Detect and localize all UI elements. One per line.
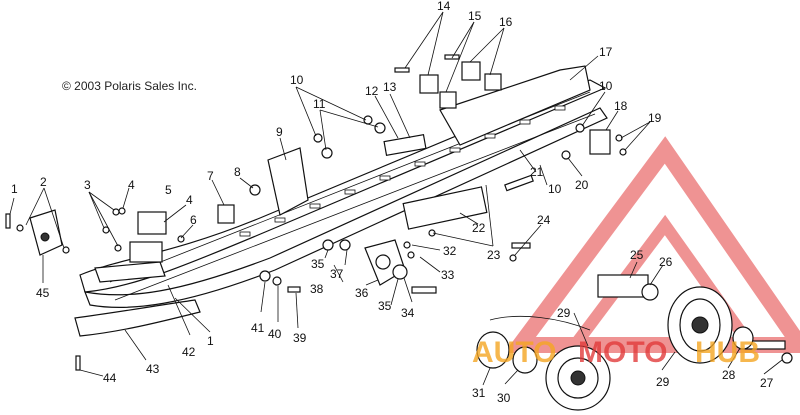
- callout-10b: 10: [599, 79, 613, 93]
- callout-1b: 1: [207, 334, 214, 348]
- callout-11: 11: [313, 97, 326, 111]
- callout-13: 13: [383, 80, 397, 94]
- callout-18: 18: [614, 99, 628, 113]
- callout-1: 1: [11, 182, 18, 196]
- callout-33: 33: [441, 268, 455, 282]
- callout-17: 17: [599, 45, 613, 59]
- watermark-auto: AUTO: [472, 336, 556, 369]
- copyright-text: © 2003 Polaris Sales Inc.: [62, 79, 197, 93]
- callout-25: 25: [630, 248, 644, 262]
- leader-lines: [9, 11, 783, 386]
- callout-10: 10: [290, 73, 304, 87]
- callout-24: 24: [537, 213, 551, 227]
- callout-15: 15: [468, 9, 482, 23]
- callout-12: 12: [365, 84, 379, 98]
- callout-2: 2: [40, 175, 47, 189]
- callout-36: 36: [355, 286, 369, 300]
- callout-45: 45: [36, 286, 50, 300]
- callout-43: 43: [146, 362, 160, 376]
- block-16: [461, 61, 481, 81]
- callout-4: 4: [128, 178, 135, 192]
- watermark-hub: HUB: [695, 336, 760, 369]
- callout-16: 16: [499, 15, 513, 29]
- callout-29b: 29: [656, 375, 670, 389]
- watermark-text: AUTO MOTO HUB: [472, 336, 760, 369]
- callout-8: 8: [234, 165, 241, 179]
- block-22: [402, 186, 488, 230]
- bracket-7: [217, 204, 235, 224]
- callout-35b: 35: [378, 299, 392, 313]
- callout-31: 31: [472, 386, 486, 400]
- callout-5: 5: [165, 183, 172, 197]
- callout-30: 30: [497, 391, 511, 405]
- bracket-18: [589, 129, 611, 155]
- callout-26: 26: [659, 255, 673, 269]
- slide-rail-assembly: [74, 65, 608, 337]
- callout-40: 40: [268, 327, 282, 341]
- callout-39: 39: [293, 331, 307, 345]
- callout-9: 9: [276, 125, 283, 139]
- callout-22: 22: [472, 221, 486, 235]
- callout-4b: 4: [186, 193, 193, 207]
- callout-20: 20: [575, 178, 589, 192]
- callout-21: 21: [530, 165, 544, 179]
- callout-28: 28: [722, 368, 736, 382]
- callout-7: 7: [207, 169, 214, 183]
- callout-35: 35: [311, 257, 325, 271]
- callout-10c: 10: [548, 182, 562, 196]
- callout-42: 42: [182, 345, 196, 359]
- callout-34: 34: [401, 306, 415, 320]
- components: [5, 54, 793, 411]
- callout-19: 19: [648, 111, 662, 125]
- washer-30: [512, 346, 538, 374]
- callout-44: 44: [103, 371, 117, 385]
- end-cap-45: [29, 209, 63, 256]
- callout-6: 6: [190, 213, 197, 227]
- axle-25: [597, 274, 649, 298]
- callout-37: 37: [330, 267, 344, 281]
- callout-14: 14: [437, 0, 451, 13]
- callout-29: 29: [557, 306, 571, 320]
- callout-3: 3: [84, 178, 91, 192]
- block-5: [137, 211, 167, 235]
- watermark-moto: MOTO: [578, 336, 667, 369]
- block-14: [419, 74, 439, 94]
- callout-23: 23: [487, 248, 501, 262]
- callout-38: 38: [310, 282, 324, 296]
- cap-31: [476, 331, 510, 369]
- callout-labels: 1 2 3 4 5 4 6 7 8 9 10 11 12 13 14 15 16…: [11, 0, 774, 405]
- callout-27: 27: [760, 376, 774, 390]
- bracket-12: [383, 133, 427, 157]
- callout-32: 32: [443, 244, 457, 258]
- callout-41: 41: [251, 321, 265, 335]
